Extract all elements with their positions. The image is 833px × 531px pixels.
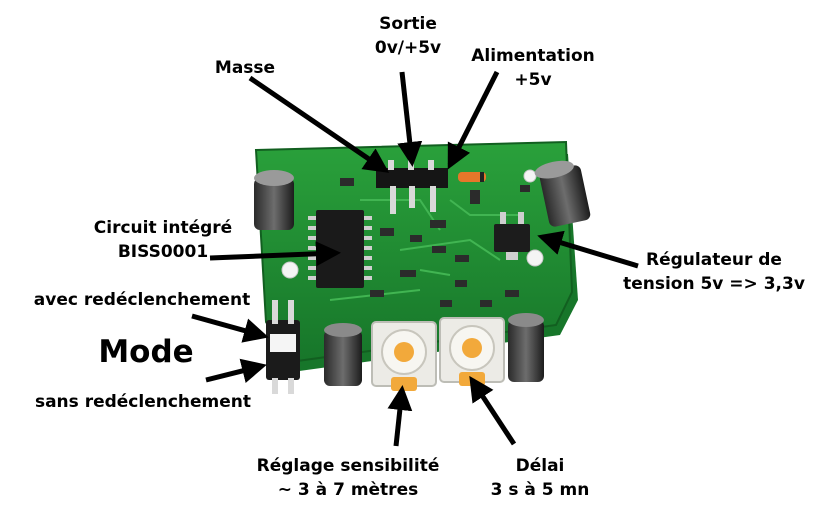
label-alimentation-line1: Alimentation (471, 46, 595, 66)
label-circuit: Circuit intégré BISS0001 (78, 216, 248, 264)
label-sans-line1: sans redéclenchement (34, 392, 252, 412)
label-mode-line1: Mode (98, 334, 194, 370)
label-alimentation-line2: +5v (514, 70, 552, 90)
arrow-avec (191, 313, 269, 343)
delay-potentiometer (439, 317, 505, 386)
label-delai-line2: 3 s à 5 mn (490, 480, 590, 500)
voltage-regulator (494, 212, 530, 260)
label-sortie: Sortie 0v/+5v (358, 12, 458, 60)
biss0001-ic (308, 210, 372, 288)
label-regulateur-line1: Régulateur de (646, 250, 782, 270)
arrow-sortie (397, 71, 423, 167)
label-regulateur: Régulateur de tension 5v => 3,3v (604, 248, 824, 296)
label-sortie-line2: 0v/+5v (374, 38, 442, 58)
label-sensibilite-line2: ~ 3 à 7 mètres (277, 480, 419, 500)
label-masse: Masse (200, 56, 290, 80)
arrow-sensibilite (387, 385, 413, 447)
label-circuit-line2: BISS0001 (117, 242, 209, 262)
capacitor-right-top (534, 160, 591, 227)
label-alimentation: Alimentation +5v (460, 44, 606, 92)
capacitor-left-top (254, 170, 294, 230)
label-sensibilite: Réglage sensibilité ~ 3 à 7 mètres (238, 454, 458, 502)
arrow-delai (469, 375, 517, 446)
arrow-sans (205, 358, 267, 383)
label-mode: Mode (86, 334, 206, 370)
capacitor-bottom-right (508, 313, 544, 382)
smd-components (340, 178, 530, 307)
label-sensibilite-line1: Réglage sensibilité (256, 456, 440, 476)
label-sortie-line1: Sortie (379, 14, 437, 34)
label-avec: avec redéclenchement (24, 288, 260, 312)
sensitivity-potentiometer (371, 321, 437, 391)
arrow-alimentation (447, 70, 500, 170)
label-regulateur-line2: tension 5v => 3,3v (623, 274, 805, 294)
label-masse-line1: Masse (214, 58, 276, 78)
label-circuit-line1: Circuit intégré (93, 218, 233, 238)
label-sans: sans redéclenchement (16, 390, 270, 414)
label-delai: Délai 3 s à 5 mn (480, 454, 600, 502)
annotation-arrows (191, 70, 639, 447)
arrow-regulateur (537, 230, 639, 269)
mode-jumper (266, 300, 300, 394)
header-pins (376, 160, 486, 214)
label-delai-line1: Délai (515, 456, 565, 476)
arrow-masse (248, 75, 390, 173)
arrow-circuit (209, 241, 341, 267)
label-avec-line1: avec redéclenchement (33, 290, 251, 310)
capacitor-bottom-left (324, 323, 362, 386)
